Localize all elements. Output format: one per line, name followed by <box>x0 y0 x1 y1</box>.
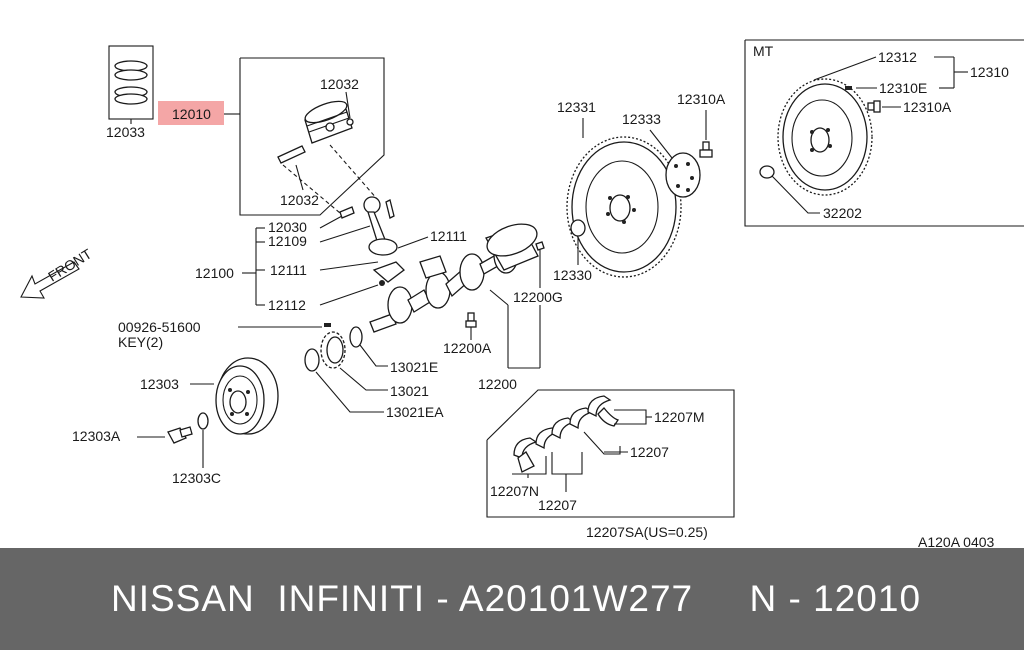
label-12207-right: 12207 <box>630 444 669 460</box>
flywheel-mt[interactable] <box>777 78 873 196</box>
label-12112: 12112 <box>268 297 306 313</box>
label-12010[interactable]: 12010 <box>172 106 211 122</box>
label-12333: 12333 <box>622 111 661 127</box>
label-12030: 12030 <box>268 219 307 235</box>
label-12033: 12033 <box>106 124 145 140</box>
label-12207N: 12207N <box>490 483 539 499</box>
label-32202: 32202 <box>823 205 862 221</box>
crank-pin-12200G[interactable] <box>535 241 545 251</box>
washer-13021EA[interactable] <box>304 348 320 372</box>
label-12312: 12312 <box>878 49 917 65</box>
label-13021E: 13021E <box>390 359 438 375</box>
parts-diagram: 12033 12010 12032 12032 <box>20 39 1024 548</box>
diagram-code: A120A 0403 <box>918 534 995 548</box>
label-12310E: 12310E <box>879 80 927 96</box>
label-12310A-top: 12310A <box>677 91 726 107</box>
pilot-bushing-12330[interactable] <box>570 219 586 237</box>
rod-nut[interactable] <box>379 280 385 286</box>
label-13021EA: 13021EA <box>386 404 444 420</box>
main-bearing-set[interactable] <box>513 395 620 473</box>
flywheel-bolt-mt-12310A[interactable] <box>867 100 881 113</box>
washer-13021E[interactable] <box>349 326 363 348</box>
label-12200: 12200 <box>478 376 517 392</box>
highlight-12010 <box>158 101 224 125</box>
piston-assembly-box <box>239 57 385 216</box>
label-12100: 12100 <box>195 265 234 281</box>
label-13021: 13021 <box>390 383 429 399</box>
label-12032-bottom: 12032 <box>280 192 319 208</box>
bearing-box <box>486 389 735 518</box>
footer-bar: NISSAN INFINITI - A20101W277 N - 12010 <box>0 548 1024 650</box>
label-12310A-mt: 12310A <box>903 99 952 115</box>
label-12303: 12303 <box>140 376 179 392</box>
label-12109: 12109 <box>268 233 307 249</box>
label-12207SA: 12207SA(US=0.25) <box>586 524 708 540</box>
bracket-12207M <box>614 409 652 425</box>
label-12207-bottom: 12207 <box>538 497 577 513</box>
label-00926-51600: 00926-51600 <box>118 319 201 335</box>
piston-pin[interactable] <box>277 145 306 164</box>
flywheel-bolt-12310A[interactable] <box>699 141 713 158</box>
crankshaft[interactable] <box>369 218 541 333</box>
washer-12303C[interactable] <box>197 412 209 430</box>
label-mt: MT <box>753 43 774 59</box>
label-12200A: 12200A <box>443 340 492 356</box>
footer-part-title: NISSAN INFINITI - A20101W277 N - 12010 <box>111 578 922 619</box>
reinforcement-plate-12333[interactable] <box>665 152 701 198</box>
label-key: KEY(2) <box>118 334 163 350</box>
label-12111-top: 12111 <box>430 228 467 244</box>
connecting-rod[interactable] <box>339 196 398 256</box>
label-12303A: 12303A <box>72 428 121 444</box>
bracket-12200 <box>489 289 541 369</box>
label-12303C: 12303C <box>172 470 221 486</box>
rod-cap[interactable] <box>372 261 405 283</box>
dowel-pin-12310E[interactable] <box>845 86 852 90</box>
crank-pulley[interactable] <box>215 357 279 435</box>
pilot-bearing-32202[interactable] <box>759 165 775 179</box>
label-12200G: 12200G <box>513 289 563 305</box>
label-12310: 12310 <box>970 64 1009 80</box>
label-12331: 12331 <box>557 99 596 115</box>
piston[interactable] <box>303 97 353 144</box>
label-12111-left: 12111 <box>270 262 307 278</box>
woodruff-key[interactable] <box>324 323 331 327</box>
label-12330: 12330 <box>553 267 592 283</box>
label-12207M: 12207M <box>654 409 705 425</box>
front-arrow-icon <box>20 261 80 299</box>
bracket-12100 <box>242 215 379 306</box>
flywheel-12331[interactable] <box>566 136 682 278</box>
label-front: FRONT <box>45 245 95 284</box>
pulley-bolt-12303A[interactable] <box>167 426 193 444</box>
sprocket-13021[interactable] <box>320 331 346 369</box>
label-12032-top: 12032 <box>320 76 359 92</box>
bracket-12310 <box>934 56 968 89</box>
bolt-12200A[interactable] <box>465 312 477 328</box>
mt-box <box>744 39 1024 227</box>
piston-ring-set[interactable] <box>108 45 154 124</box>
snap-ring[interactable] <box>346 118 354 126</box>
